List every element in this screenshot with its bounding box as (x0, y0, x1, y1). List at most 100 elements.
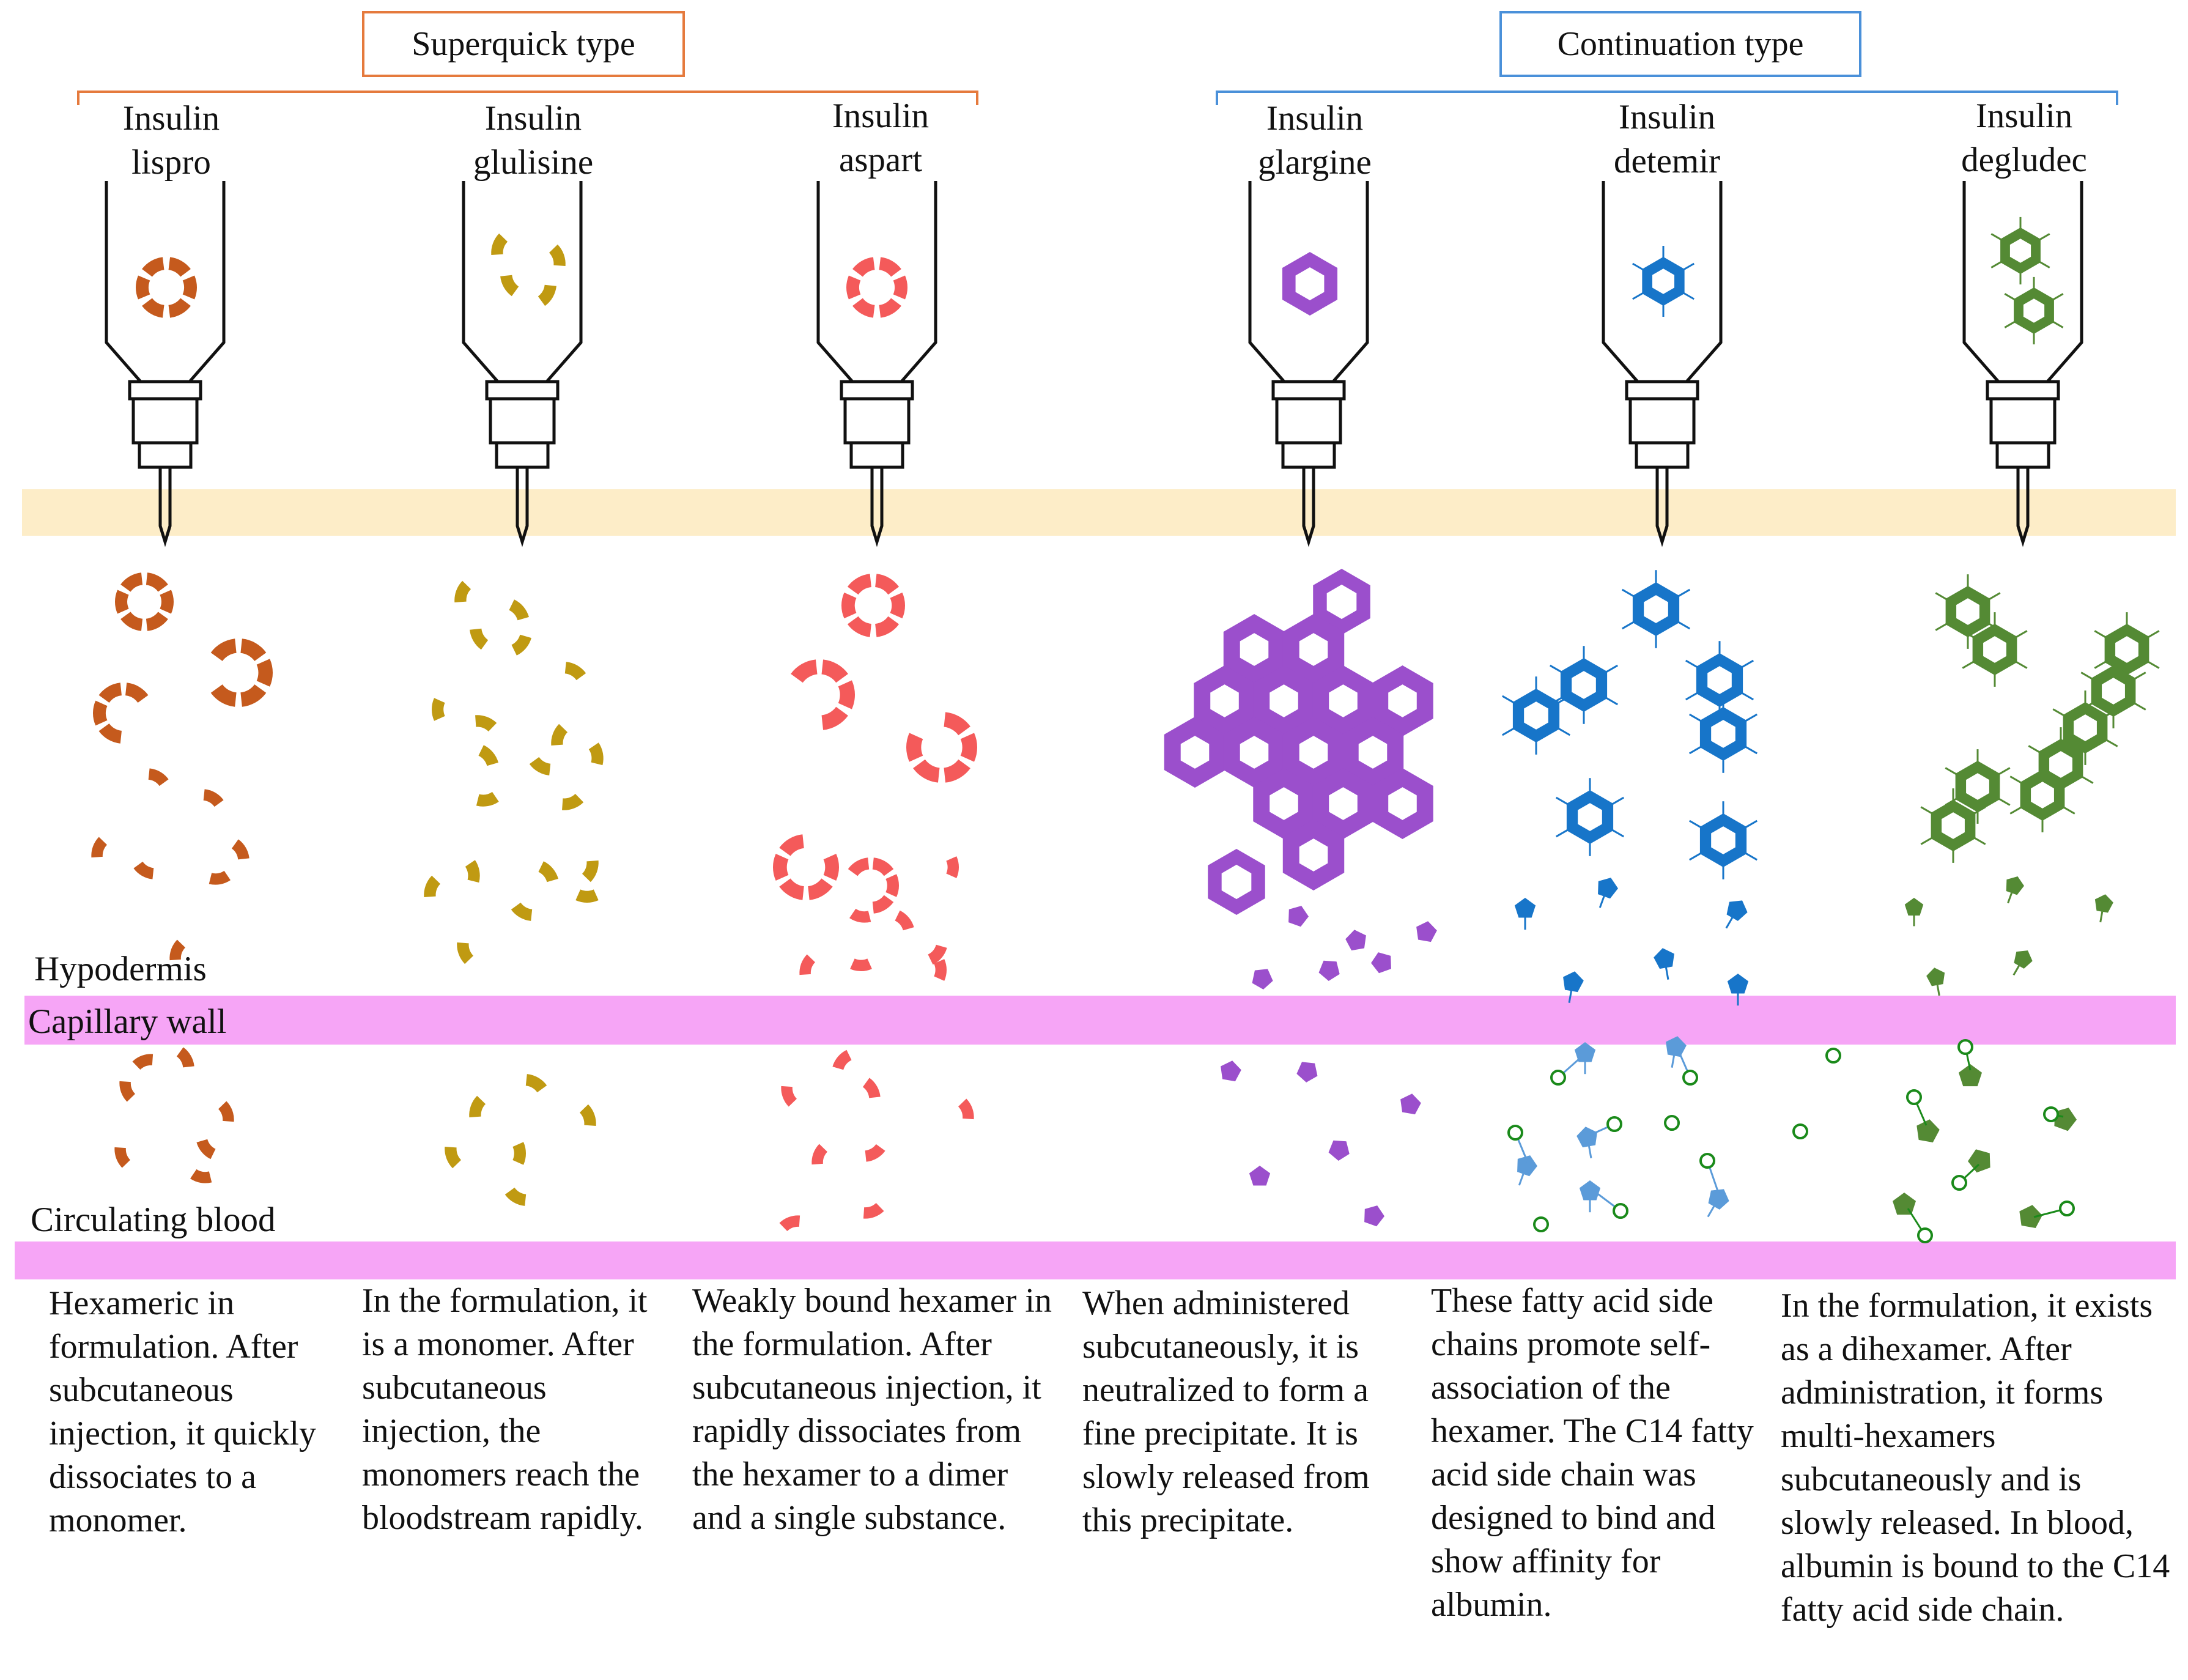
fatty-acid-chain (1621, 588, 1635, 598)
detemir-monomer-body (1727, 974, 1749, 994)
skin-layer-band (22, 489, 2176, 536)
glargine-monomer (1364, 1205, 1384, 1227)
degludec-monomer-blood-body (2019, 1205, 2042, 1228)
fatty-acid-chain (2007, 892, 2013, 904)
precipitate-hole (1299, 736, 1328, 769)
fatty-acid-chain (2052, 320, 2064, 328)
aspart-monomer (850, 958, 872, 972)
degludec-monomer-blood-body (1958, 1064, 1983, 1087)
lispro-hexamer-segment (160, 590, 174, 614)
lispro-monomer (196, 1139, 216, 1160)
fatty-acid-chain (1621, 621, 1635, 630)
detemir-hexamer (1501, 676, 1571, 755)
detemir-monomer (1563, 971, 1584, 1003)
fatty-acid-chain (2009, 806, 2022, 815)
superquick-type-label: Superquick type (362, 11, 685, 77)
detemir-monomer-body (1726, 900, 1748, 921)
degludec-monomer-blood (1968, 1149, 1990, 1173)
fatty-acid-chain (1745, 852, 1758, 861)
lispro-monomer (148, 768, 169, 786)
fatty-acid-chain (1632, 262, 1644, 271)
degludec-multi-hexamer-hole (2074, 714, 2097, 741)
lispro-hexamer-segment (210, 684, 237, 707)
detemir-monomer-blood (1574, 1042, 1596, 1075)
glulisine-monomer (475, 715, 497, 732)
aspart-hexamer (906, 712, 977, 783)
fatty-acid-chain (1665, 967, 1669, 980)
lispro-monomer (231, 839, 249, 860)
pen-needle (158, 467, 172, 547)
detemir-monomer-blood (1666, 1036, 1687, 1068)
glargine-monomer (1345, 930, 1366, 951)
fatty-acid-chain (1501, 695, 1515, 704)
glulisine-monomer (525, 1074, 547, 1093)
lispro-hexamer-in-pen-segment (168, 257, 191, 277)
lispro-monomer (91, 837, 107, 858)
capillary-wall-band (24, 996, 2176, 1045)
fatty-acid-chain (1973, 806, 1986, 815)
albumin (1825, 1048, 1841, 1064)
glargine-hexamer (1313, 569, 1370, 635)
pen-barrel (462, 181, 583, 383)
degludec-monomer-blood (2019, 1205, 2042, 1228)
albumin (1907, 1208, 1933, 1243)
degludec-monomer-body (2094, 894, 2113, 913)
fatty-acid-chain (2134, 672, 2146, 680)
aspart-hexamer-segment (875, 616, 900, 637)
albumin (1957, 1039, 1973, 1071)
detemir-monomer-blood (1579, 1180, 1601, 1213)
lispro-hexamer-segment (120, 612, 143, 631)
detemir-hexamer (1549, 646, 1619, 724)
degludec-monomer (2006, 876, 2024, 904)
syringe-pen-1 (105, 181, 226, 547)
description-aspart: Weakly bound hexamer in the formulation.… (692, 1282, 1052, 1537)
precipitate-hole (1240, 633, 1269, 666)
precipitate-hole (1329, 684, 1358, 717)
fatty-acid-chain (1555, 829, 1569, 838)
pen-collar (840, 380, 914, 401)
degludec-multi-hexamer (1920, 788, 1986, 863)
glulisine-monomer-in-pen (549, 244, 566, 266)
aspart-hexamer-segment (823, 854, 839, 881)
detemir-monomer (1725, 900, 1748, 929)
detemir-monomer-body (1598, 878, 1618, 899)
degludec-multi-hexamer-hole (1983, 636, 2006, 663)
lispro-monomer (169, 939, 185, 961)
glulisine-monomer (457, 942, 474, 964)
aspart-hexamer-segment (773, 854, 789, 881)
degludec-monomer-blood (2054, 1108, 2077, 1131)
fatty-acid-chain (1745, 820, 1758, 829)
lispro-hexamer-segment (210, 638, 237, 661)
glargine-hexamer (1208, 849, 1265, 915)
pen-collar (1271, 380, 1346, 401)
aspart-hexamer-segment (821, 706, 848, 730)
albumin (1906, 1089, 1927, 1126)
lispro-monomer (133, 861, 154, 879)
capillary-wall-label: Capillary wall (28, 1002, 227, 1041)
albumin (1677, 1049, 1698, 1086)
degludec-multi-hexamer-hole (1956, 598, 1979, 625)
aspart-monomer (863, 1203, 884, 1219)
precipitate-hole (1180, 736, 1210, 769)
fatty-acid-chain (1973, 837, 1986, 845)
pen-hub (1628, 397, 1696, 445)
precipitate-hole (1270, 787, 1298, 820)
albumin-circle (1682, 1070, 1698, 1086)
fatty-acid-chain (1998, 797, 2011, 806)
aspart-hexamer-segment (791, 659, 818, 683)
degludec-monomer-body (1904, 898, 1924, 916)
glargine-monomer (1249, 1166, 1271, 1186)
glargine-monomer (1416, 921, 1437, 942)
pen-hub (1989, 397, 2057, 445)
lispro-hexamer-segment (114, 590, 129, 614)
albumin-circle (2059, 1201, 2075, 1216)
fatty-acid-chain (2063, 775, 2075, 784)
glulisine-monomer (504, 1187, 527, 1206)
albumin-circle (1550, 1070, 1566, 1086)
fatty-acid-chain (1920, 806, 1933, 815)
fatty-acid-chain (2039, 233, 2050, 241)
glargine-monomer-body (1252, 969, 1273, 990)
pen-tip (1635, 441, 1690, 469)
fatty-acid-chain (1936, 985, 1940, 996)
